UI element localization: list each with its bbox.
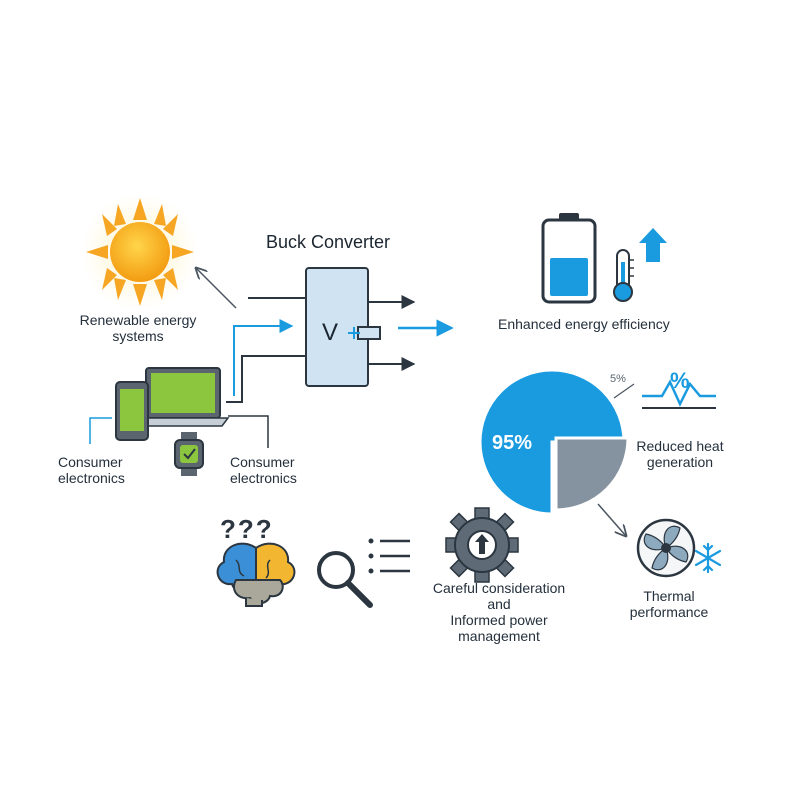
callout-5pct xyxy=(613,383,635,399)
label-enhanced-efficiency: Enhanced energy efficiency xyxy=(498,316,670,332)
connector-consumer-right xyxy=(228,415,269,448)
arrow-to-thermal xyxy=(597,503,626,536)
pie-label-5pct: 5% xyxy=(610,373,626,385)
fan-snowflake-icon xyxy=(636,518,722,578)
input-line-blue xyxy=(233,319,294,396)
percent-glyph: % xyxy=(670,368,690,393)
pie-label-95pct: 95% xyxy=(492,432,532,454)
connector-consumer-left xyxy=(89,417,112,444)
gear-icon xyxy=(445,507,519,583)
label-renewable-energy: Renewable energy systems xyxy=(79,312,197,344)
label-reduced-heat: Reduced heat generation xyxy=(636,438,724,470)
input-line-bottom xyxy=(226,355,306,403)
thermometer-icon xyxy=(613,249,634,302)
buck-converter-block xyxy=(305,267,381,387)
pie-slice-95pct xyxy=(478,368,626,516)
pie-chart: 95% 5% xyxy=(478,368,630,516)
question-marks: ??? xyxy=(220,514,274,544)
magnifier-list-icon xyxy=(317,538,410,608)
label-careful-consideration: Careful consideration and Informed power… xyxy=(432,580,566,644)
brain-question-icon xyxy=(216,542,296,607)
pie-slice-5pct xyxy=(554,436,630,512)
up-arrow-icon xyxy=(639,228,667,262)
battery-icon xyxy=(541,213,597,304)
sun-icon xyxy=(82,194,198,310)
laptop-phone-watch-icon xyxy=(115,367,230,476)
percent-signal-icon xyxy=(642,379,716,409)
label-consumer-electronics-right: Consumer electronics xyxy=(230,454,297,486)
diagram-title: Buck Converter xyxy=(266,232,391,252)
label-consumer-electronics-left: Consumer electronics xyxy=(58,454,125,486)
label-thermal-performance: Thermal performance xyxy=(629,588,709,620)
converter-symbol: V xyxy=(322,319,338,346)
arrow-to-renewable xyxy=(196,268,237,309)
